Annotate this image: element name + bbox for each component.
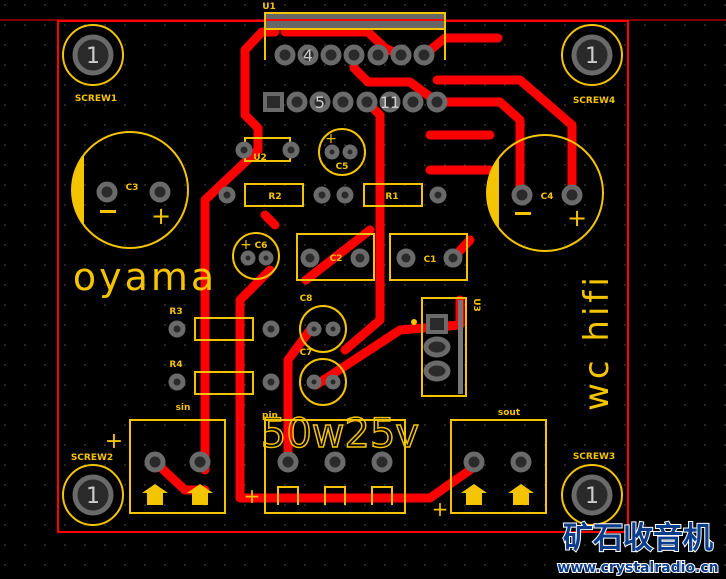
wc-hifi-text: wc hifi [577,273,617,411]
svg-text:1: 1 [86,484,100,509]
c4-capacitor: + C4 [486,134,604,252]
svg-text:C7: C7 [300,348,313,358]
screw-4: 1 SCREW4 [561,24,623,106]
svg-text:U2: U2 [253,153,267,163]
svg-text:C3: C3 [126,183,139,193]
watermark: 矿石收音机 www.crystalradio.cn [556,520,719,577]
svg-text:C6: C6 [255,241,268,251]
svg-text:+: + [567,204,587,232]
svg-text:R1: R1 [385,192,398,202]
svg-text:+: + [244,484,261,508]
svg-text:5: 5 [315,93,325,112]
svg-text:C8: C8 [300,294,313,304]
svg-text:C5: C5 [336,162,349,172]
svg-text:+: + [325,131,337,147]
svg-text:1: 1 [86,44,100,69]
c8-capacitor: C8 [299,294,347,353]
svg-text:+: + [432,497,449,521]
sin-connector: sin + [105,403,226,514]
svg-text:C2: C2 [330,254,343,264]
svg-text:C1: C1 [424,255,437,265]
c3-capacitor: + C3 [71,131,189,249]
svg-text:SCREW2: SCREW2 [71,453,113,463]
sout-connector: sout + [432,408,547,521]
svg-text:4: 4 [303,46,313,65]
svg-text:1: 1 [585,44,599,69]
svg-text:SCREW1: SCREW1 [75,94,117,104]
svg-text:矿石收音机: 矿石收音机 [563,521,713,556]
c2-capacitor: C2 [296,233,375,281]
r2-resistor: R2 [218,183,331,207]
pin-connector: pin + [244,411,406,514]
rating-text: 50w25v [261,411,419,457]
svg-text:SCREW4: SCREW4 [573,96,615,106]
c5-capacitor: C5 + [318,128,366,176]
svg-text:R3: R3 [169,307,182,317]
screw-3: 1 SCREW3 [561,452,623,526]
u1-ic: U1 4 5 11 [262,2,448,113]
c1-capacitor: C1 [389,233,468,281]
copper-traces [150,27,577,503]
svg-text:+: + [240,237,252,253]
r3-resistor: R3 [168,307,280,341]
svg-text:U1: U1 [262,2,276,12]
svg-text:U3: U3 [471,298,481,312]
svg-text:C4: C4 [541,192,554,202]
u3-regulator: U3 [411,297,481,397]
screw-2: 1 SCREW2 [62,453,124,526]
c7-capacitor: C7 [299,348,347,406]
svg-text:R2: R2 [268,192,281,202]
svg-text:+: + [151,202,171,230]
u2: U2 [235,137,300,163]
r1-resistor: R1 [336,183,447,207]
screw-1: 1 SCREW1 [62,24,124,104]
svg-text:SCREW3: SCREW3 [573,452,615,462]
svg-text:www.crystalradio.cn: www.crystalradio.cn [557,560,718,576]
oyama-text: oyama [73,255,217,299]
svg-text:1: 1 [585,484,599,509]
r4-resistor: R4 [168,360,280,395]
svg-text:11: 11 [380,93,400,112]
svg-text:R4: R4 [169,360,182,370]
svg-text:pin: pin [262,411,278,421]
c6-capacitor: C6 + [232,232,280,280]
svg-text:+: + [105,429,123,454]
svg-text:sout: sout [498,408,521,418]
svg-text:sin: sin [176,403,191,413]
